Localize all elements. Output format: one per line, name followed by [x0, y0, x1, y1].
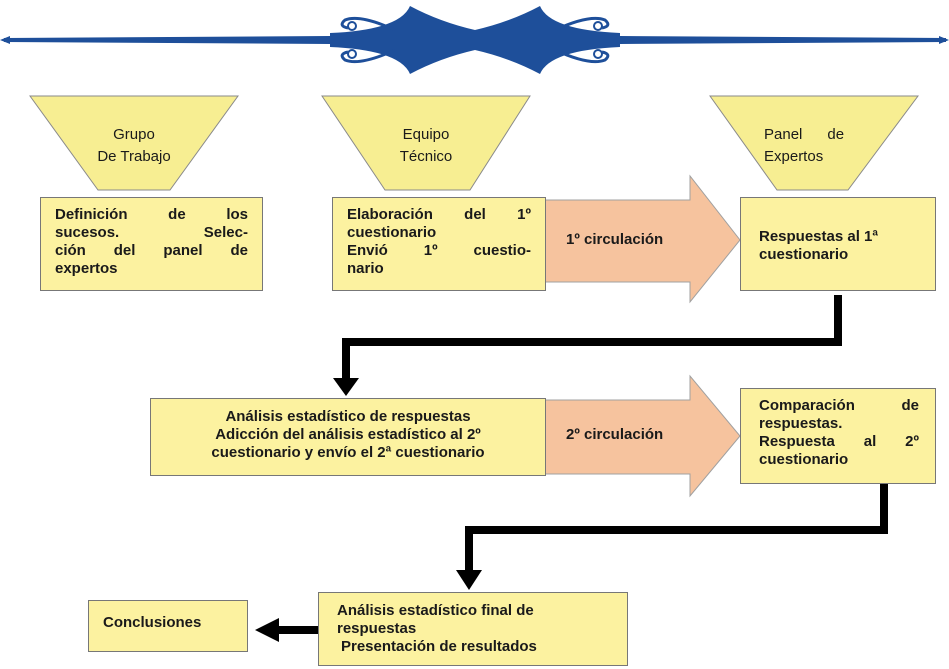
- box-line: cuestionario: [347, 224, 437, 241]
- box-line: cuestionario: [759, 246, 849, 263]
- box-line: respuestas.: [759, 415, 843, 432]
- connector-1-arrowhead: [333, 378, 359, 396]
- box-line: cuestionario y envío el 2ª cuestionario: [211, 444, 485, 461]
- connector-2: [465, 484, 888, 574]
- box-line: Adicción del análisis estadístico al 2º: [215, 426, 481, 443]
- box-line: Respuesta al 2º: [759, 433, 919, 450]
- box-final-analysis: Análisis estadístico final de respuestas…: [318, 592, 628, 666]
- circulation-label-2: 2º circulación: [566, 426, 664, 443]
- box-analysis: Análisis estadístico de respuestas Adicc…: [150, 398, 546, 476]
- box-conclusions: Conclusiones: [88, 600, 248, 652]
- header-ornament: [0, 6, 949, 74]
- circulation-arrow-1: [544, 174, 741, 304]
- decorative-flourish-divider-icon: [0, 6, 949, 74]
- box-line: Análisis estadístico final de: [337, 602, 534, 619]
- box-line: Análisis estadístico de respuestas: [225, 408, 471, 425]
- circulation-arrow-2: [544, 374, 741, 498]
- box-line: expertos: [55, 260, 118, 277]
- box-definition: Definición de los sucesos. Selec- ción d…: [40, 197, 263, 291]
- column-title-line: Técnico: [399, 148, 453, 165]
- box-elaboration: Elaboración del 1º cuestionario Envió 1º…: [332, 197, 546, 291]
- box-line: cuestionario: [759, 451, 849, 468]
- column-title-line: Panel de: [764, 126, 845, 143]
- box-comparison: Comparación de respuestas. Respuesta al …: [740, 388, 936, 484]
- column-title-line: Equipo: [402, 126, 450, 143]
- column-title-line: De Trabajo: [97, 148, 171, 165]
- column-title-line: Expertos: [764, 148, 824, 165]
- funnel-panel: [709, 95, 919, 191]
- circulation-label-1: 1º circulación: [566, 231, 664, 248]
- box-line: Conclusiones: [103, 614, 202, 631]
- box-line: Respuestas al 1ª: [759, 228, 878, 245]
- box-line: sucesos. Selec-: [55, 224, 248, 241]
- box-line: respuestas: [337, 620, 417, 637]
- box-line: Comparación de: [759, 397, 919, 414]
- box-responses-1: Respuestas al 1ª cuestionario: [740, 197, 936, 291]
- column-title-grupo: Grupo De Trabajo: [74, 124, 194, 168]
- funnel-grupo: [29, 95, 239, 191]
- box-line: Definición de los: [55, 206, 248, 223]
- connector-2-arrowhead: [456, 570, 482, 590]
- box-line: Envió 1º cuestio-: [347, 242, 531, 259]
- box-line: ción del panel de: [55, 242, 248, 259]
- box-line: Elaboración del 1º: [347, 206, 531, 223]
- box-line: nario: [347, 260, 384, 277]
- column-title-panel: Panel de Expertos: [764, 124, 882, 168]
- connector-1: [342, 295, 842, 382]
- column-title-equipo: Equipo Técnico: [366, 124, 486, 168]
- funnel-equipo: [321, 95, 531, 191]
- connector-3-arrowhead: [255, 618, 279, 642]
- column-title-line: Grupo: [113, 126, 155, 143]
- box-line: Presentación de resultados: [341, 638, 537, 655]
